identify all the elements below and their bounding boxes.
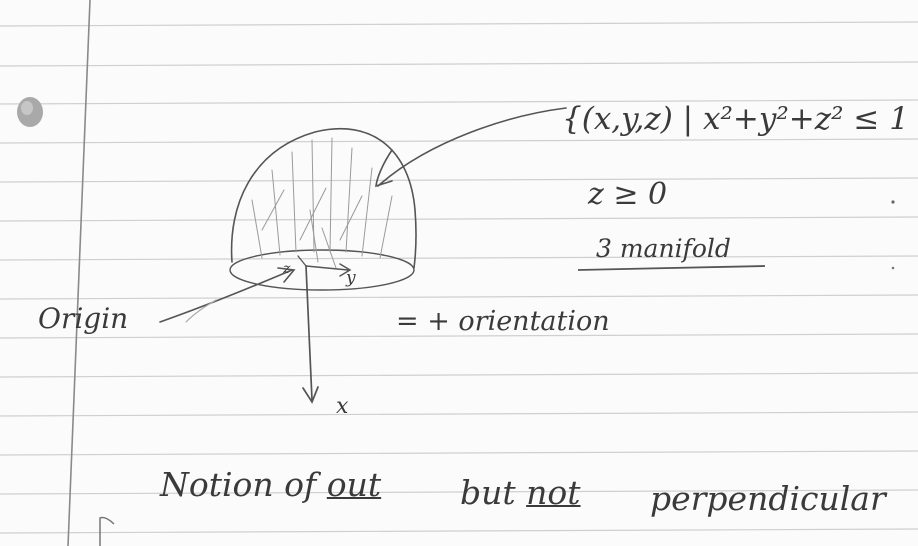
stray-dot xyxy=(891,200,895,204)
margin-line xyxy=(67,0,91,546)
rule-line xyxy=(0,294,918,300)
rule-line xyxy=(0,450,918,456)
stray-dot xyxy=(891,266,895,270)
rule-line xyxy=(0,177,918,183)
hemisphere-sketch xyxy=(159,107,567,404)
margin-scribble xyxy=(99,516,115,546)
rule-line xyxy=(0,216,918,222)
rule-line xyxy=(0,489,918,495)
rule-line xyxy=(0,21,918,27)
x-axis-arrow xyxy=(302,265,319,404)
rule-line xyxy=(0,372,918,378)
not-text: not xyxy=(526,473,581,512)
z-constraint-text: z ≥ 0 xyxy=(588,177,668,212)
set-definition-text: {(x,y,z) | x²+y²+z² ≤ 1 xyxy=(562,101,909,137)
y-axis-label: y xyxy=(346,268,356,288)
perpendicular-text: perpendicular xyxy=(650,479,886,518)
notion-of-text: Notion of xyxy=(160,465,317,504)
z-axis-mark xyxy=(297,255,307,267)
rule-line xyxy=(0,411,918,417)
out-text: out xyxy=(326,465,382,504)
origin-pointer-arrow xyxy=(159,267,296,323)
rule-line xyxy=(0,528,918,534)
bottom-note-line: Notion of out xyxy=(160,468,381,501)
set-pointer-arrow xyxy=(375,107,567,188)
rule-line xyxy=(0,99,918,105)
dome-shading xyxy=(251,137,393,269)
rule-line xyxy=(0,61,918,67)
y-axis-arrow xyxy=(305,263,352,277)
hole-punch-highlight xyxy=(21,101,33,115)
rule-line xyxy=(0,333,918,339)
but-text: but xyxy=(460,473,516,512)
but-not-line: but not xyxy=(460,476,581,509)
orientation-label: = + orientation xyxy=(396,306,610,337)
dome-outline xyxy=(230,127,417,269)
manifold-label: 3 manifold xyxy=(596,234,731,263)
manifold-underline xyxy=(577,265,766,271)
x-axis-label: x xyxy=(336,394,349,419)
base-ellipse xyxy=(229,249,415,291)
rule-line xyxy=(0,255,918,261)
z-axis-label: z xyxy=(283,261,291,277)
rule-line xyxy=(0,138,918,144)
ruled-lines xyxy=(0,21,918,534)
faint-stroke xyxy=(185,299,217,323)
origin-label: Origin xyxy=(38,302,129,335)
